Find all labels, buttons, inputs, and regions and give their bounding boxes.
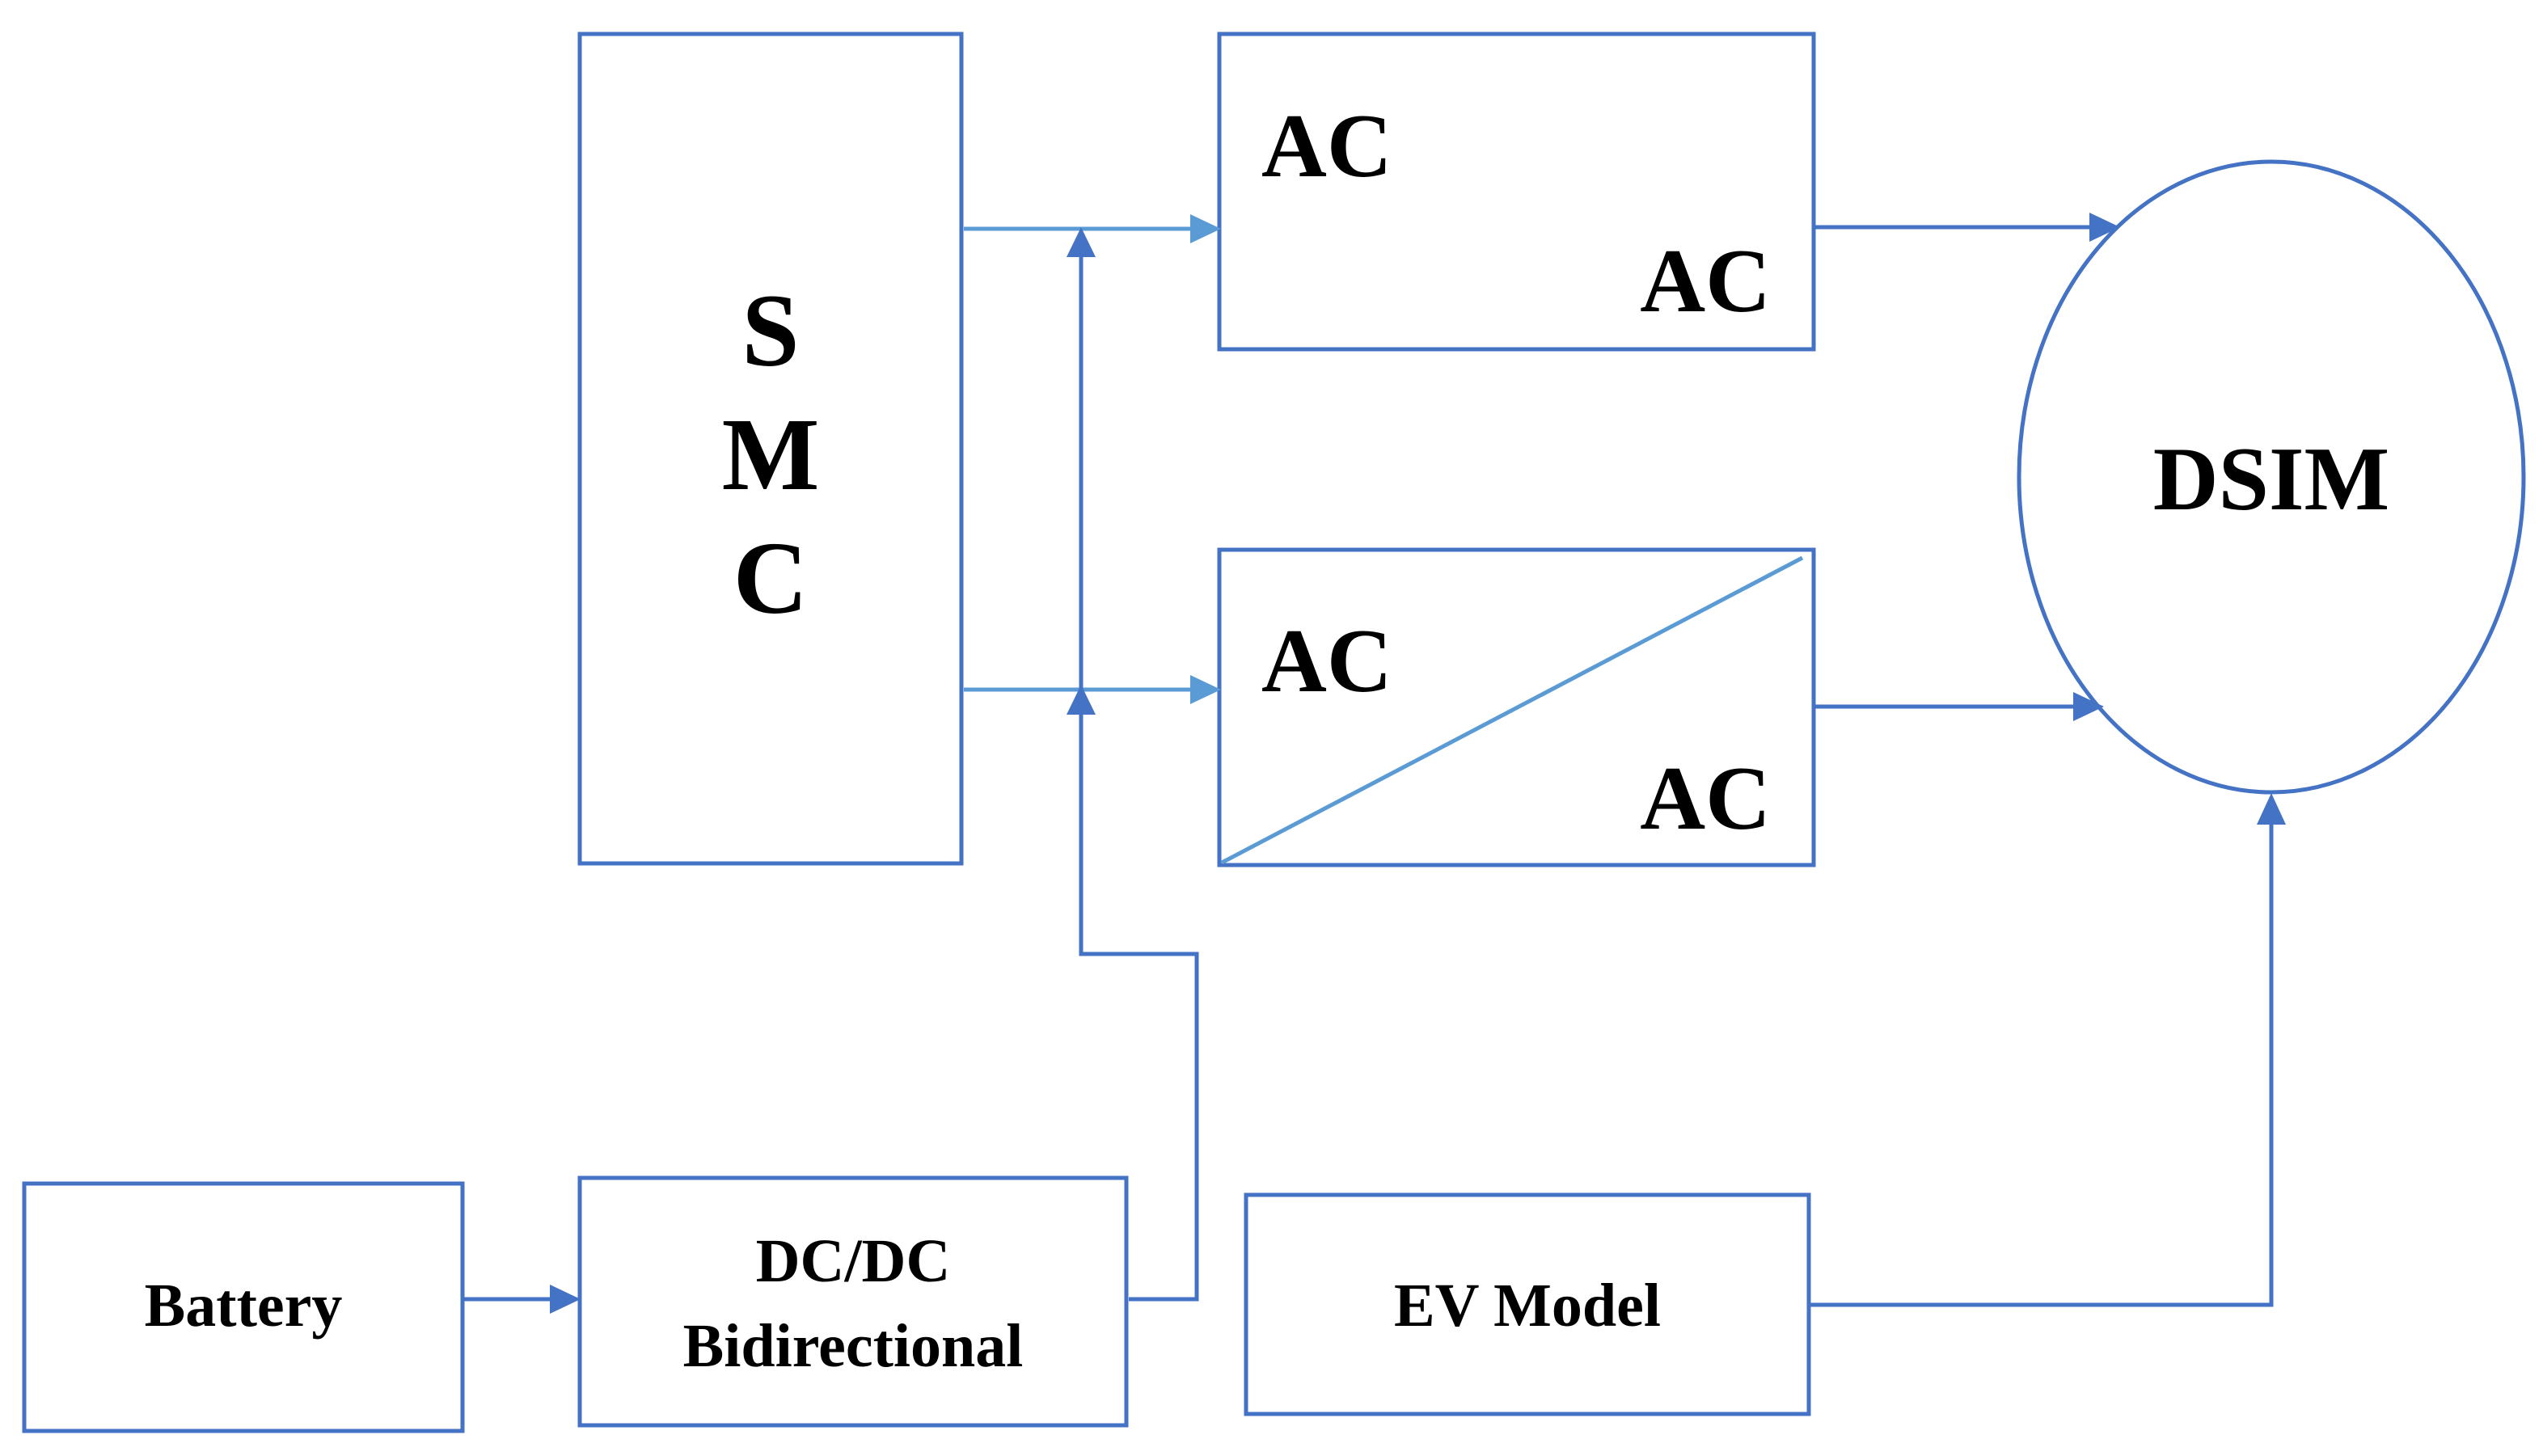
ev-model-block: EV Model bbox=[1244, 1192, 1811, 1416]
arrowhead-dc-bus-bottom bbox=[1067, 685, 1096, 715]
dcdc-block: DC/DC Bidirectional bbox=[577, 1175, 1129, 1428]
dsim-label: DSIM bbox=[2153, 429, 2389, 530]
arrowhead-dcdc-input bbox=[550, 1285, 581, 1314]
arrowhead-dc-bus-top bbox=[1067, 227, 1096, 257]
arrowhead-dsim-bottom bbox=[2073, 692, 2104, 721]
battery-block: Battery bbox=[22, 1181, 465, 1433]
dcdc-label-line1: DC/DC bbox=[756, 1227, 951, 1295]
arrowhead-dsim-top bbox=[2089, 213, 2120, 242]
arrowhead-converter-bottom-input bbox=[1190, 675, 1221, 704]
converter-bottom-block: AC AC bbox=[1217, 547, 1816, 867]
converter-bottom-output-label: AC bbox=[1640, 749, 1771, 849]
converter-top-input-label: AC bbox=[1261, 96, 1392, 196]
converter-bottom-input-label: AC bbox=[1261, 611, 1392, 711]
dc-bus-link bbox=[1067, 227, 1199, 1302]
smc-block: S M C bbox=[577, 32, 964, 866]
converter-top-output-label: AC bbox=[1640, 231, 1771, 331]
dcdc-label-line2: Bidirectional bbox=[683, 1312, 1024, 1380]
ev-model-label: EV Model bbox=[1394, 1272, 1661, 1340]
smc-to-converter-top-link bbox=[964, 214, 1221, 243]
smc-label-c: C bbox=[733, 521, 808, 635]
converter-top-block: AC AC bbox=[1217, 32, 1816, 352]
smc-label-m: M bbox=[722, 397, 820, 512]
smc-label-s: S bbox=[741, 273, 799, 388]
converter-top-to-dsim-link bbox=[1814, 213, 2120, 242]
arrowhead-converter-top-input bbox=[1190, 214, 1221, 243]
arrowhead-dsim-ev-input bbox=[2257, 793, 2286, 825]
battery-to-dcdc-link bbox=[463, 1285, 581, 1314]
ev-model-to-dsim-link bbox=[1809, 793, 2286, 1307]
dsim-motor: DSIM bbox=[2017, 159, 2526, 795]
converter-bottom-to-dsim-link bbox=[1814, 692, 2104, 721]
battery-label: Battery bbox=[145, 1272, 343, 1340]
smc-to-converter-bottom-link bbox=[964, 675, 1221, 704]
converter-diagonal bbox=[1220, 555, 1804, 865]
